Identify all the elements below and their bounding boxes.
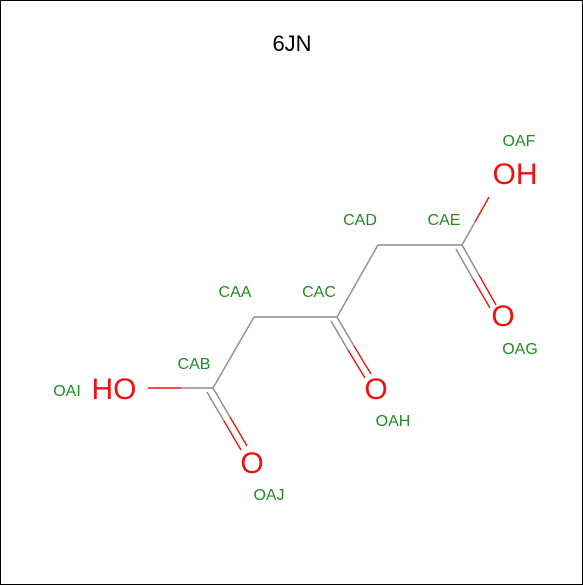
atom-label-caa: CAA <box>219 284 252 301</box>
atom-symbol-oaf: OH <box>493 158 538 191</box>
bond-caa-cab <box>212 316 255 389</box>
bond-cae-oaf <box>461 196 490 246</box>
atom-label-oaf: OAF <box>503 133 536 150</box>
bond-cac-oah <box>330 316 372 379</box>
atom-label-oaj: OAJ <box>253 487 284 504</box>
atom-symbol-oaj: O <box>240 447 263 480</box>
molecule-title: 6JN <box>272 31 311 56</box>
atom-label-oah: OAH <box>376 413 411 430</box>
atom-label-cae: CAE <box>428 212 461 229</box>
atom-symbol-oag: O <box>491 300 514 333</box>
bond-cab-oaj <box>206 387 248 451</box>
atom-label-oai: OAI <box>53 383 81 400</box>
bond-cac-cad <box>336 244 379 318</box>
bond-cae-oag <box>455 244 497 309</box>
atom-label-cad: CAD <box>343 212 377 229</box>
atom-label-cac: CAC <box>302 284 336 301</box>
atom-label-oag: OAG <box>502 341 538 358</box>
atom-label-cab: CAB <box>178 356 211 373</box>
atom-symbol-oah: O <box>364 373 387 406</box>
atom-symbol-oai: HO <box>92 373 137 406</box>
